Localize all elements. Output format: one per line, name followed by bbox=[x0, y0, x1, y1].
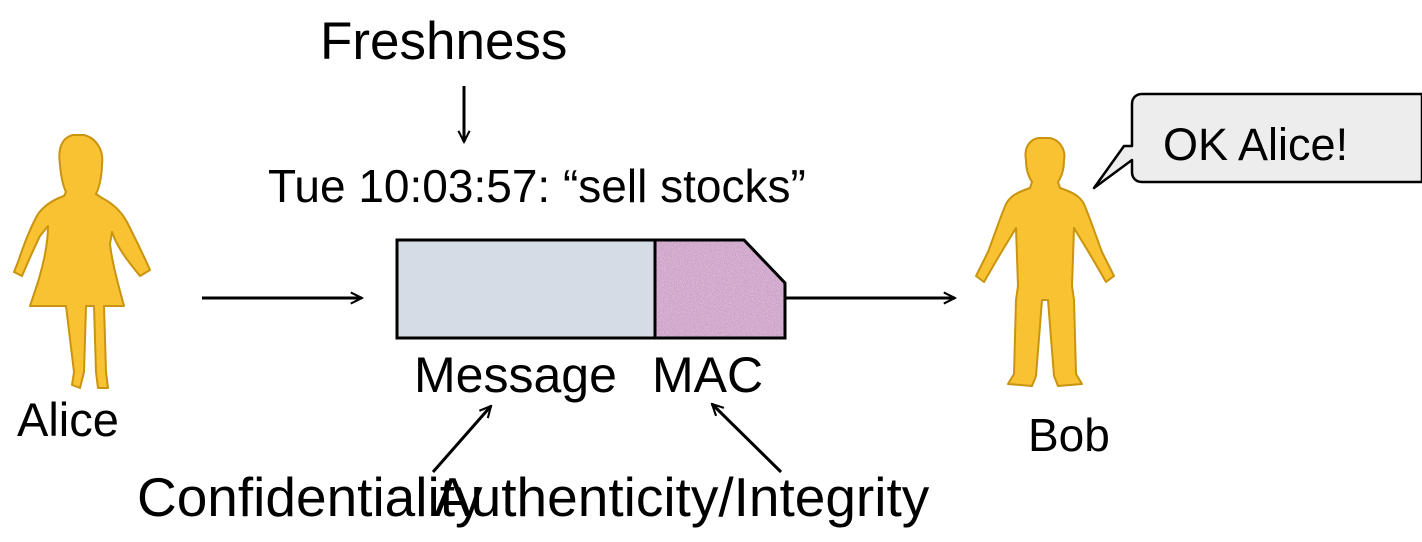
confidentiality-label: Confidentiality bbox=[137, 466, 483, 528]
authenticity-integrity-label: Authenticity/Integrity bbox=[434, 466, 930, 528]
freshness-label: Freshness bbox=[320, 12, 568, 71]
mac-label: MAC bbox=[652, 347, 764, 403]
authenticity-arrow bbox=[712, 404, 783, 474]
confidentiality-arrow bbox=[431, 406, 491, 473]
bob-label: Bob bbox=[1028, 409, 1110, 461]
alice-figure-icon bbox=[13, 134, 151, 389]
timestamp-message-label: Tue 10:03:57: “sell stocks” bbox=[268, 160, 806, 212]
bob-figure-icon bbox=[975, 137, 1115, 387]
speech-bubble bbox=[1092, 92, 1422, 190]
message-box bbox=[395, 238, 657, 340]
message-label: Message bbox=[414, 347, 617, 403]
speech-bubble-text: OK Alice! bbox=[1163, 119, 1349, 170]
mac-box bbox=[653, 238, 787, 340]
alice-label: Alice bbox=[17, 393, 119, 446]
